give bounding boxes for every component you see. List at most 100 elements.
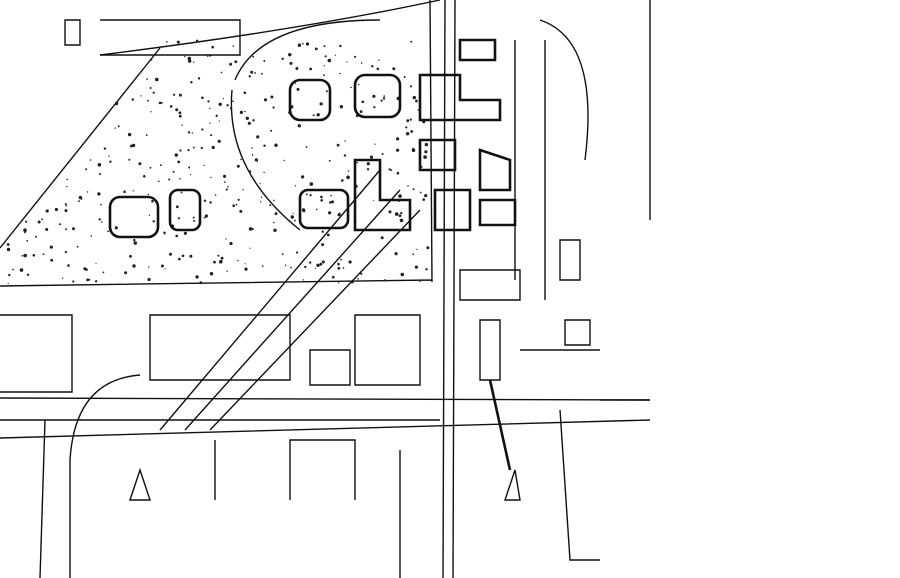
speckle-dot xyxy=(294,82,297,85)
speckle-dot xyxy=(175,108,179,112)
speckle-dot xyxy=(49,245,53,249)
speckle-dot xyxy=(270,129,273,132)
speckle-dot xyxy=(346,61,348,63)
speckle-dot xyxy=(394,252,398,256)
speckle-dot xyxy=(235,203,238,206)
speckle-dot xyxy=(188,59,192,63)
speckle-dot xyxy=(131,98,134,101)
speckle-dot xyxy=(98,218,101,221)
speckle-dot xyxy=(133,241,138,245)
speckle-dot xyxy=(251,154,254,156)
speckle-dot xyxy=(177,160,181,164)
speckle-dot xyxy=(215,114,218,118)
speckle-dot xyxy=(357,83,360,86)
speckle-dot xyxy=(211,145,215,150)
speckle-dot xyxy=(61,277,64,279)
speckle-dot xyxy=(359,110,363,113)
speckle-dot xyxy=(339,44,342,48)
speckle-dot xyxy=(237,198,240,201)
speckle-dot xyxy=(203,164,205,167)
speckle-dot xyxy=(302,279,305,281)
speckle-dot xyxy=(400,272,405,277)
speckle-dot xyxy=(218,120,220,122)
speckle-dot xyxy=(95,262,97,264)
speckle-dot xyxy=(203,216,206,219)
speckle-dot xyxy=(415,99,418,103)
speckle-dot xyxy=(148,214,151,216)
speckle-dot xyxy=(312,114,315,117)
speckle-dot xyxy=(97,163,102,167)
speckle-dot xyxy=(239,209,243,213)
speckle-dot xyxy=(225,188,228,191)
speckle-dot xyxy=(209,201,212,204)
speckle-dot xyxy=(232,100,234,102)
speckle-dot xyxy=(407,185,409,187)
speckle-dot xyxy=(19,268,24,272)
speckle-dot xyxy=(346,175,350,180)
speckle-dot xyxy=(296,251,299,254)
speckle-dot xyxy=(234,60,238,64)
speckle-dot xyxy=(297,124,301,128)
speckle-dot xyxy=(340,258,342,261)
speckle-dot xyxy=(229,241,233,246)
speckle-dot xyxy=(42,253,45,256)
speckle-dot xyxy=(373,199,375,201)
speckle-dot xyxy=(248,227,253,231)
speckle-dot xyxy=(173,93,176,96)
speckle-dot xyxy=(177,217,180,220)
speckle-dot xyxy=(360,62,363,64)
speckle-dot xyxy=(410,130,414,133)
building-block xyxy=(418,73,502,122)
speckle-dot xyxy=(147,193,150,196)
speckle-dot xyxy=(25,220,28,223)
speckle-dot xyxy=(305,42,310,46)
speckle-dot xyxy=(319,102,323,106)
speckle-dot xyxy=(261,265,264,267)
speckle-dot xyxy=(178,114,182,118)
speckle-dot xyxy=(78,200,80,203)
speckle-dot xyxy=(412,95,416,100)
speckle-dot xyxy=(189,42,191,45)
speckle-dot xyxy=(326,233,330,237)
speckle-dot xyxy=(328,211,332,215)
speckle-dot xyxy=(180,191,183,194)
speckle-dot xyxy=(406,119,410,123)
speckle-dot xyxy=(232,45,235,47)
speckle-dot xyxy=(160,264,164,268)
speckle-dot xyxy=(330,202,332,204)
speckle-dot xyxy=(187,149,190,152)
building-block xyxy=(168,188,202,232)
speckle-dot xyxy=(336,143,340,147)
speckle-dot xyxy=(201,128,204,131)
speckle-dot xyxy=(374,143,376,145)
speckle-dot xyxy=(45,209,49,213)
speckle-dot xyxy=(103,147,107,150)
speckle-dot xyxy=(323,74,325,76)
speckle-dot xyxy=(320,195,323,199)
speckle-dot xyxy=(191,132,194,134)
speckle-dot xyxy=(425,268,428,271)
speckle-dot xyxy=(192,146,195,149)
speckle-dot xyxy=(302,42,304,45)
speckle-dot xyxy=(178,111,182,115)
speckle-dot xyxy=(376,67,380,71)
speckle-dot xyxy=(12,268,14,271)
speckle-dot xyxy=(90,235,93,237)
speckle-dot xyxy=(339,105,344,109)
speckle-dot xyxy=(129,254,132,258)
road-line xyxy=(39,419,46,578)
speckle-dot xyxy=(64,203,67,205)
speckle-dot xyxy=(323,65,325,67)
speckle-dot xyxy=(305,146,308,148)
speckle-dot xyxy=(85,268,88,271)
speckle-dot xyxy=(252,55,255,58)
speckle-dot xyxy=(218,102,222,107)
speckle-dot xyxy=(169,252,172,256)
speckle-dot xyxy=(248,75,251,78)
building-block xyxy=(108,195,160,239)
speckle-dot xyxy=(314,267,317,269)
triangle-island xyxy=(129,467,521,501)
speckle-dot xyxy=(337,262,340,266)
speckle-dot xyxy=(419,191,422,194)
speckle-dot xyxy=(396,171,400,175)
